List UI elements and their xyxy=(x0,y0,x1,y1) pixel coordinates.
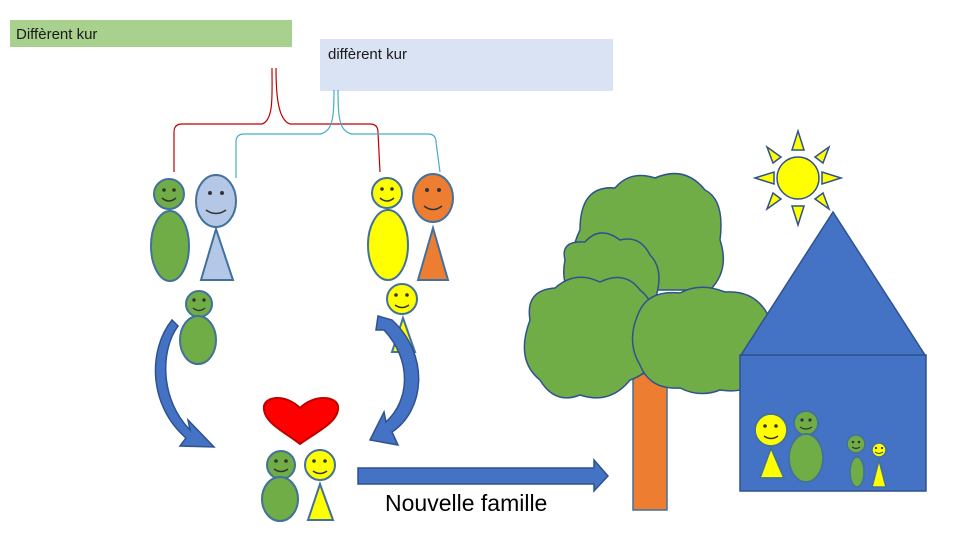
arrow-right-icon xyxy=(357,458,610,493)
figure-house-green-child xyxy=(846,434,866,488)
connector-red xyxy=(173,67,381,173)
sun-icon xyxy=(752,128,844,228)
house-icon xyxy=(739,210,927,492)
tree-connectors xyxy=(173,67,441,178)
figure-green-parent-left xyxy=(150,178,190,282)
figure-lightblue-parent xyxy=(195,174,237,281)
figure-green-child xyxy=(179,290,217,365)
label-text-green: Diffèrent kur xyxy=(16,26,98,43)
label-text-blue: diffèrent kur xyxy=(328,46,407,63)
caption-new-family: Nouvelle famille xyxy=(385,490,548,516)
figure-house-green xyxy=(788,410,824,483)
figure-house-yellow xyxy=(754,413,788,479)
arrow-icon xyxy=(154,315,420,448)
label-box-green: Diffèrent kur xyxy=(10,20,292,47)
figure-new-couple-yellow xyxy=(304,449,336,521)
label-box-blue: diffèrent kur xyxy=(320,39,613,91)
heart-icon xyxy=(262,397,340,446)
figure-orange-parent xyxy=(412,173,454,281)
connector-teal xyxy=(235,89,441,178)
tree-icon xyxy=(523,172,777,511)
figure-house-yellow-child xyxy=(870,442,888,488)
figure-yellow-parent xyxy=(367,177,409,281)
figure-new-couple-green xyxy=(261,450,299,522)
